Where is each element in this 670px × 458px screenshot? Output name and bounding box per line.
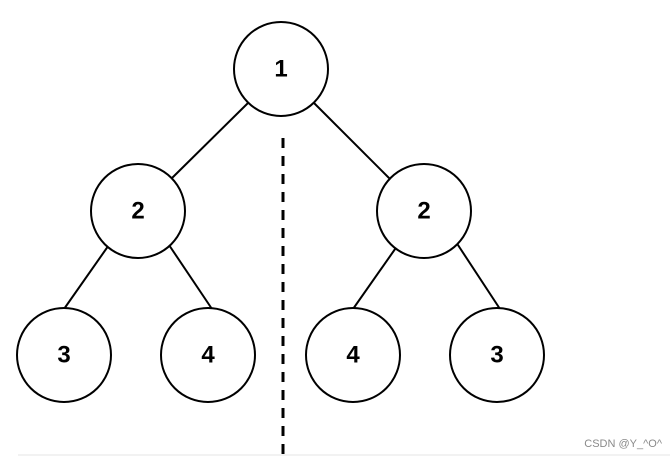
node-label-root: 1 xyxy=(274,55,287,82)
tree-node-leaf-2: 4 xyxy=(160,307,256,403)
node-label-leaf-2: 4 xyxy=(201,341,215,368)
node-label-right: 2 xyxy=(417,197,430,224)
edge-root-right xyxy=(313,102,391,180)
edge-right-leaf3 xyxy=(352,241,401,310)
tree-node-leaf-3: 4 xyxy=(305,307,401,403)
node-label-left: 2 xyxy=(131,197,144,224)
edge-right-leaf4 xyxy=(455,241,501,310)
edge-left-leaf1 xyxy=(63,241,112,310)
node-label-leaf-3: 4 xyxy=(346,341,360,368)
tree-node-right: 2 xyxy=(376,163,472,259)
node-label-leaf-4: 3 xyxy=(490,341,503,368)
tree-node-leaf-1: 3 xyxy=(16,307,112,403)
tree-node-leaf-4: 3 xyxy=(449,307,545,403)
watermark-text: CSDN @Y_^O^ xyxy=(584,438,662,450)
edge-root-left xyxy=(170,102,249,180)
tree-node-left: 2 xyxy=(90,163,186,259)
tree-node-root: 1 xyxy=(233,21,329,117)
node-label-leaf-1: 3 xyxy=(57,341,70,368)
edge-left-leaf2 xyxy=(166,241,213,310)
